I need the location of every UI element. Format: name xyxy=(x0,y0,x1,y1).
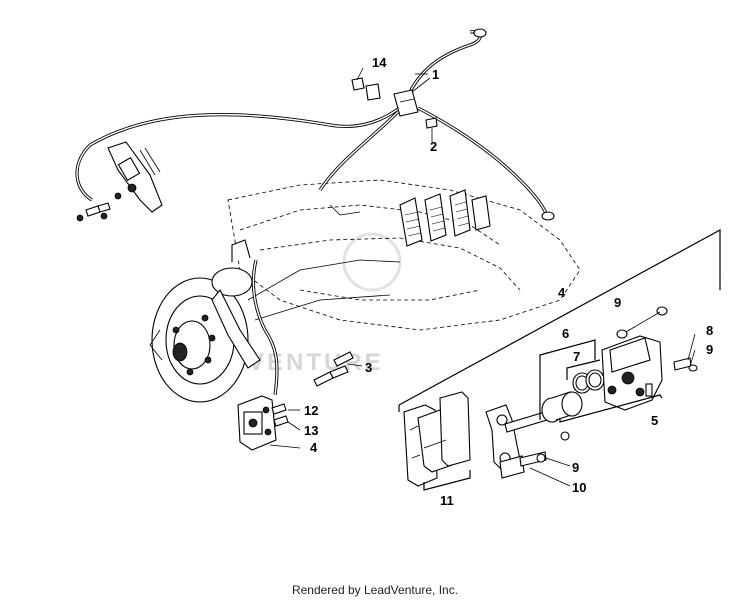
callout-13: 13 xyxy=(304,423,318,438)
watermark-text: VENTURE xyxy=(248,349,384,376)
callout-10: 10 xyxy=(572,480,586,495)
footer-credit: Rendered by LeadVenture, Inc. xyxy=(291,583,459,597)
caliper-bracket xyxy=(485,404,548,479)
callout-9-bottom: 9 xyxy=(572,460,579,475)
suspension-arm xyxy=(211,239,401,369)
callout-6: 6 xyxy=(562,326,569,341)
caliper-assembled xyxy=(237,395,277,451)
callout-8: 8 xyxy=(706,323,713,338)
washers-bleeder xyxy=(536,306,698,463)
callout-3: 3 xyxy=(365,360,372,375)
atv-frame-outline xyxy=(227,179,581,331)
piston-seals xyxy=(539,339,605,423)
master-cylinder xyxy=(76,141,163,222)
brake-pads xyxy=(403,391,471,491)
callout-9-top: 9 xyxy=(614,295,621,310)
callout-7: 7 xyxy=(573,349,580,364)
callout-4-caliper: 4 xyxy=(310,440,318,455)
leader-lines xyxy=(269,67,696,487)
hose-junction-block xyxy=(393,89,419,117)
callout-11: 11 xyxy=(440,493,454,508)
callouts: 1 2 3 4 4 5 6 7 8 9 9 9 10 11 12 13 14 xyxy=(304,55,713,508)
callout-14: 14 xyxy=(372,55,387,70)
caliper-body xyxy=(559,335,663,423)
callout-4-assembly: 4 xyxy=(558,285,566,300)
caliper-exploded-box xyxy=(398,228,721,412)
radiator-grille xyxy=(399,189,491,247)
junction-fasteners xyxy=(351,77,438,129)
callout-5: 5 xyxy=(651,413,658,428)
callout-2: 2 xyxy=(430,139,437,154)
brake-hoses xyxy=(75,28,555,396)
callout-12: 12 xyxy=(304,403,318,418)
watermark: VENTURE xyxy=(248,232,402,376)
caliper-bolts xyxy=(271,351,354,427)
callout-9-right: 9 xyxy=(706,342,713,357)
callout-1: 1 xyxy=(432,67,439,82)
